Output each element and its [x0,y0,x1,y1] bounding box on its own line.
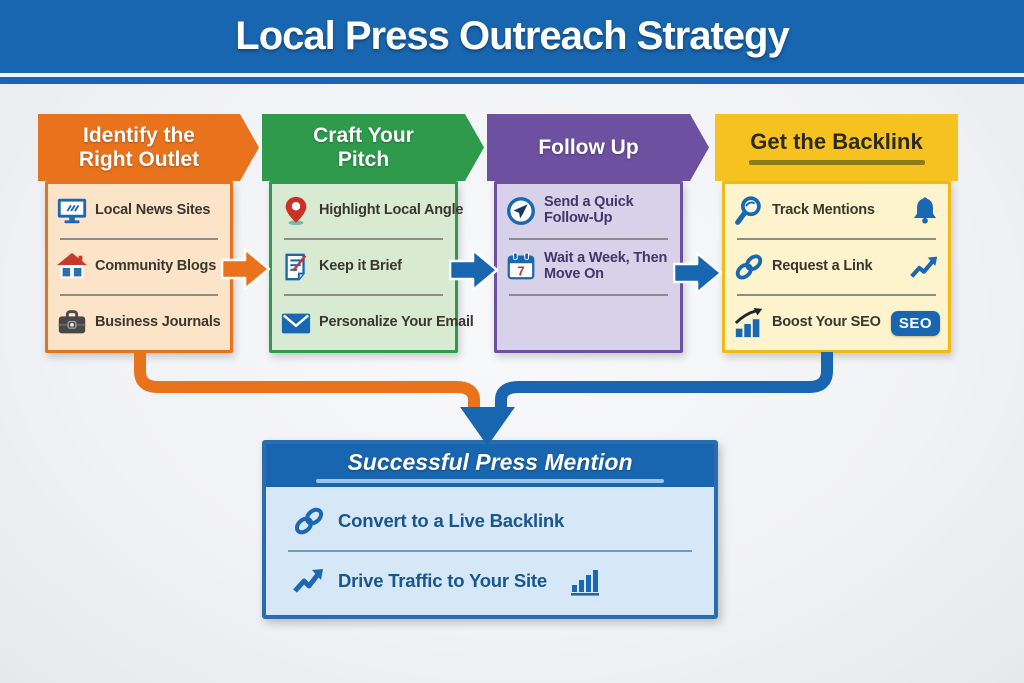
list-item-label: Keep it Brief [319,258,402,275]
step-column-follow-up: Follow Up Send a Quick Follow-Up 7 Wait … [487,114,690,353]
divider [737,294,936,296]
step-column-backlink: Get the Backlink Track Mentions Request … [715,114,958,353]
list-item: Business Journals [48,296,230,350]
title-banner: Local Press Outreach Strategy [0,0,1024,73]
note-pencil-icon [280,251,312,283]
divider [288,550,692,552]
step3-body: Send a Quick Follow-Up 7 Wait a Week, Th… [494,181,683,353]
paper-plane-icon [505,195,537,227]
result-title: Successful Press Mention [347,448,633,475]
page-title: Local Press Outreach Strategy [235,14,789,58]
result-title-underline [316,478,664,483]
monitor-icon [56,195,88,227]
bar-chart-icon [569,566,601,596]
list-item: Local News Sites [48,184,230,238]
list-item-label: Highlight Local Angle [319,202,464,219]
envelope-icon [280,307,312,339]
list-item-label: Track Mentions [772,202,875,219]
result-body: Convert to a Live Backlink Drive Traffic… [266,487,714,615]
flow-arrow-step2-step3 [449,248,499,292]
list-item: Request a Link [725,240,948,294]
result-header: Successful Press Mention [266,444,714,487]
list-item-label: Business Journals [95,314,221,331]
divider [509,294,668,296]
step1-body: Local News Sites Community Blogs Busines… [45,181,233,353]
list-item-label: Boost Your SEO [772,314,881,331]
step3-header: Follow Up [487,114,709,181]
divider [284,238,443,240]
empty-row [497,296,680,350]
list-item: Drive Traffic to Your Site [266,552,714,610]
list-item-label: Community Blogs [95,258,217,275]
trend-up-icon [908,251,940,283]
flow-arrow-step3-step4 [673,251,723,295]
step1-header: Identify the Right Outlet [38,114,259,181]
list-item: Community Blogs [48,240,230,294]
divider [737,238,936,240]
list-item: Send a Quick Follow-Up [497,184,680,238]
magnifier-icon [733,195,765,227]
briefcase-icon [56,307,88,339]
list-item: Highlight Local Angle [272,184,463,238]
step4-body: Track Mentions Request a Link [722,181,951,353]
divider [509,238,668,240]
chain-link-icon [292,504,326,538]
step2-body: Highlight Local Angle Keep it Brief Pers… [269,181,474,353]
list-item: Keep it Brief [272,240,455,294]
step-column-pitch: Craft Your Pitch Highlight Local Angle K… [262,114,465,353]
calendar-7-icon: 7 [505,251,537,283]
bell-icon [910,196,940,226]
house-icon [56,251,88,283]
list-item: Personalize Your Email [272,296,474,350]
banner-rule-blue [0,77,1024,84]
step2-title: Craft Your Pitch [313,123,414,171]
list-item-label: Local News Sites [95,202,211,219]
blue-connector-path [495,352,833,407]
list-item: 7 Wait a Week, Then Move On [497,240,680,294]
list-item-label: Convert to a Live Backlink [338,510,565,531]
seo-badge: SEO [890,310,940,336]
banner-rule-white [0,73,1024,77]
list-item-label: Request a Link [772,258,873,275]
step4-header: Get the Backlink [715,114,958,181]
list-item-label: Drive Traffic to Your Site [338,570,547,591]
orange-connector-path [134,352,480,407]
step3-title: Follow Up [538,135,639,159]
svg-text:7: 7 [517,263,524,278]
step-column-identify: Identify the Right Outlet Local News Sit… [38,114,240,353]
divider [60,238,218,240]
list-item-label: Send a Quick Follow-Up [544,194,634,226]
trend-up-icon [292,564,326,598]
list-item: Track Mentions [725,184,948,238]
step2-header: Craft Your Pitch [262,114,484,181]
list-item-label: Wait a Week, Then Move On [544,250,668,282]
divider [60,294,218,296]
list-item: Boost Your SEO SEO [725,296,948,350]
step1-title: Identify the Right Outlet [78,123,200,171]
bar-chart-arrow-icon [733,307,765,339]
chain-link-icon [733,251,765,283]
list-item-label: Personalize Your Email [319,314,474,331]
list-item: Convert to a Live Backlink [266,492,714,550]
step4-title: Get the Backlink [750,128,923,154]
step4-title-underline [748,160,925,166]
flow-arrow-step1-step2 [221,247,271,291]
divider [284,294,443,296]
result-box: Successful Press Mention Convert to a Li… [262,440,718,619]
map-pin-icon [280,195,312,227]
